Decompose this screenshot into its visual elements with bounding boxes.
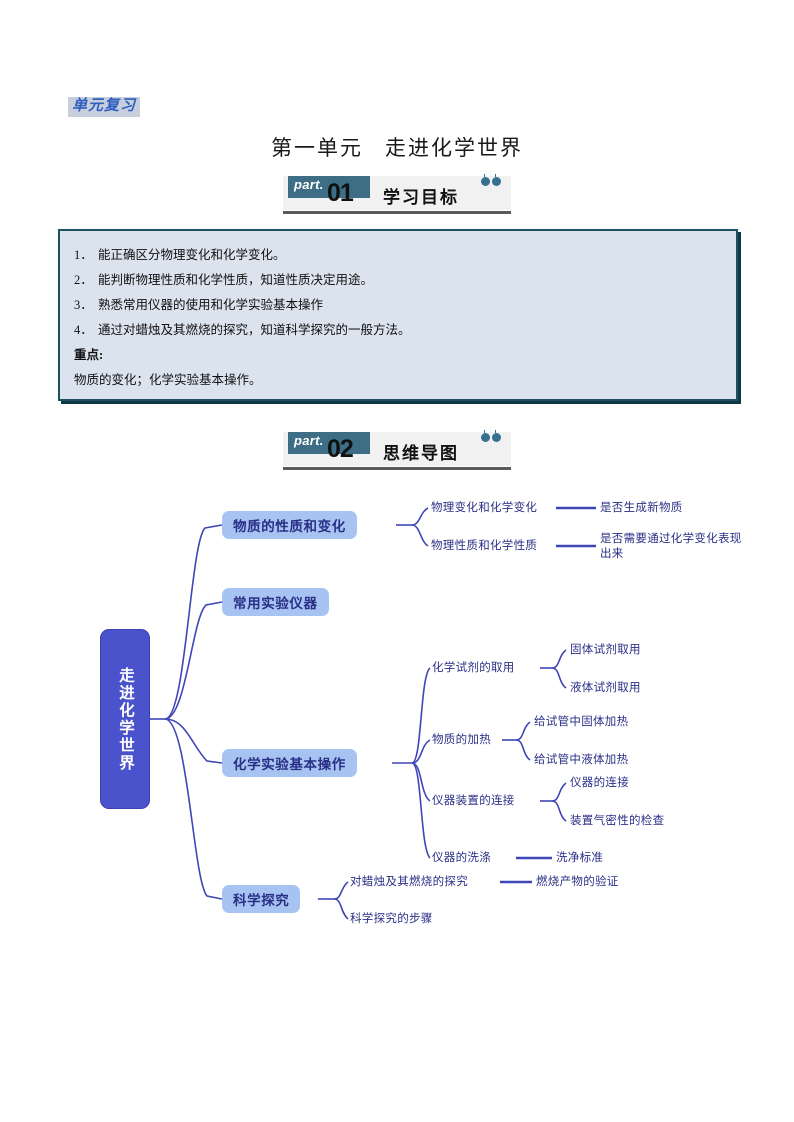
objective-text: 通过对蜡烛及其燃烧的探究，知道科学探究的一般方法。: [98, 323, 411, 337]
part-01-chip: [288, 176, 370, 198]
connector-branch-3-to-c2: [411, 739, 431, 764]
mindmap-label-clean-standard[interactable]: 洗净标准: [556, 852, 604, 864]
connector-c3-to-leaf-1: [551, 782, 567, 802]
connector-root-to-branch-3: [164, 718, 223, 764]
learning-objectives-box: 1． 能正确区分物理变化和化学变化。 2． 能判断物理性质和化学性质，知道性质决定用…: [58, 229, 738, 401]
balloon-dot-icon: [492, 430, 501, 442]
part-01-label: 学习目标: [383, 188, 459, 207]
objective-item: 3． 熟悉常用仪器的使用和化学实验基本操作: [74, 293, 722, 318]
connector-branch-1-to-c2: [411, 524, 429, 547]
part-02-chip: [288, 432, 370, 454]
mindmap-label-requires-chemical-change[interactable]: 是否需要通过化学变化表现出来: [600, 533, 742, 560]
connector-branch-3-to-c4: [411, 762, 431, 859]
connector-c2-to-leaf-2: [515, 739, 531, 761]
connector-c2-to-leaf-1: [515, 721, 531, 741]
balloon-dot-icon: [481, 174, 490, 186]
part-01-decoration: [479, 173, 505, 186]
connector-root-to-branch-1: [164, 524, 223, 720]
mindmap-label-taking-reagents[interactable]: 化学试剂的取用: [432, 662, 515, 674]
key-points-heading: 重点:: [74, 348, 104, 362]
connector-root-to-branch-2: [164, 601, 223, 720]
mindmap-label-heating-substances[interactable]: 物质的加热: [432, 734, 491, 746]
objective-index: 2．: [74, 273, 93, 287]
mindmap-branch-scientific-inquiry[interactable]: 科学探究: [222, 885, 301, 913]
mindmap-label-airtightness-check[interactable]: 装置气密性的检查: [570, 815, 665, 827]
part-02-underline: [283, 467, 511, 470]
mindmap-label-verify-combustion-products[interactable]: 燃烧产物的验证: [536, 876, 619, 888]
mindmap-label-solid-reagent[interactable]: 固体试剂取用: [570, 644, 641, 656]
mindmap-label-heat-liquid-in-tube[interactable]: 给试管中液体加热: [534, 754, 629, 766]
mindmap-root-node[interactable]: 走进化学世界: [100, 629, 150, 809]
connector-c1-to-leaf-1: [551, 649, 567, 669]
mindmap-label-physical-chemical-change[interactable]: 物理变化和化学变化: [431, 502, 538, 514]
part-02-number: 02: [327, 435, 354, 463]
mindmap-label-connect-apparatus[interactable]: 仪器的连接: [570, 777, 629, 789]
mindmap-label-heat-solid-in-tube[interactable]: 给试管中固体加热: [534, 716, 629, 728]
mindmap-label-physical-chemical-property[interactable]: 物理性质和化学性质: [431, 540, 538, 552]
mindmap-label-apparatus-connection[interactable]: 仪器装置的连接: [432, 795, 515, 807]
part-01-number: 01: [327, 179, 354, 207]
objective-item: 2． 能判断物理性质和化学性质，知道性质决定用途。: [74, 268, 722, 293]
title-main: 走进化学世界: [385, 137, 523, 160]
connector-branch-4-to-c2: [333, 898, 349, 920]
learning-objectives-content: 1． 能正确区分物理变化和化学变化。 2． 能判断物理性质和化学性质，知道性质决定用…: [60, 231, 736, 393]
objective-text: 能正确区分物理变化和化学变化。: [98, 248, 286, 262]
part-02-label: 思维导图: [383, 444, 459, 463]
mindmap-branch-properties-and-changes[interactable]: 物质的性质和变化: [222, 511, 357, 539]
part-01-part-word: part.: [294, 177, 324, 192]
mindmap-label-candle-burning-inquiry[interactable]: 对蜡烛及其燃烧的探究: [350, 876, 468, 888]
mindmap-label-liquid-reagent[interactable]: 液体试剂取用: [570, 682, 641, 694]
connector-branch-1-to-c1: [411, 507, 429, 526]
connector-branch-3-to-c3: [411, 762, 431, 802]
objective-index: 1．: [74, 248, 93, 262]
connector-root-to-branch-4: [164, 718, 223, 900]
page-title: 第一单元走进化学世界: [0, 132, 794, 162]
mindmap-branch-basic-operations[interactable]: 化学实验基本操作: [222, 749, 357, 777]
objective-item: 1． 能正确区分物理变化和化学变化。: [74, 243, 722, 268]
objective-text: 能判断物理性质和化学性质，知道性质决定用途。: [98, 273, 374, 287]
objective-item: 4． 通过对蜡烛及其燃烧的探究，知道科学探究的一般方法。: [74, 318, 722, 343]
mindmap-label-new-substance-formed[interactable]: 是否生成新物质: [600, 502, 683, 514]
balloon-dot-icon: [492, 174, 501, 186]
part-02-header: part. 02 思维导图: [283, 429, 511, 472]
part-01-header: part. 01 学习目标: [283, 173, 511, 216]
part-02-decoration: [479, 429, 505, 442]
mindmap-branch-common-apparatus[interactable]: 常用实验仪器: [222, 588, 329, 616]
connector-c1-to-leaf-2: [551, 667, 567, 689]
connector-c3-to-leaf-2: [551, 800, 567, 822]
balloon-dot-icon: [481, 430, 490, 442]
title-prefix: 第一单元: [271, 137, 363, 160]
objective-index: 4．: [74, 323, 93, 337]
connector-branch-3-to-c1: [411, 667, 431, 764]
mind-map: 走进化学世界 物质的性质和变化 常用实验仪器 化学实验基本操作 科学探究 物理变…: [0, 488, 794, 968]
mindmap-label-washing-apparatus[interactable]: 仪器的洗涤: [432, 852, 491, 864]
part-01-underline: [283, 211, 511, 214]
mind-map-connectors: [150, 506, 596, 920]
part-02-part-word: part.: [294, 433, 324, 448]
key-points-text: 物质的变化；化学实验基本操作。: [74, 373, 262, 387]
objective-index: 3．: [74, 298, 93, 312]
connector-branch-4-to-c1: [333, 881, 349, 900]
unit-review-tag: 单元复习: [68, 97, 141, 117]
mindmap-label-inquiry-steps[interactable]: 科学探究的步骤: [350, 913, 433, 925]
objective-text: 熟悉常用仪器的使用和化学实验基本操作: [98, 298, 324, 312]
